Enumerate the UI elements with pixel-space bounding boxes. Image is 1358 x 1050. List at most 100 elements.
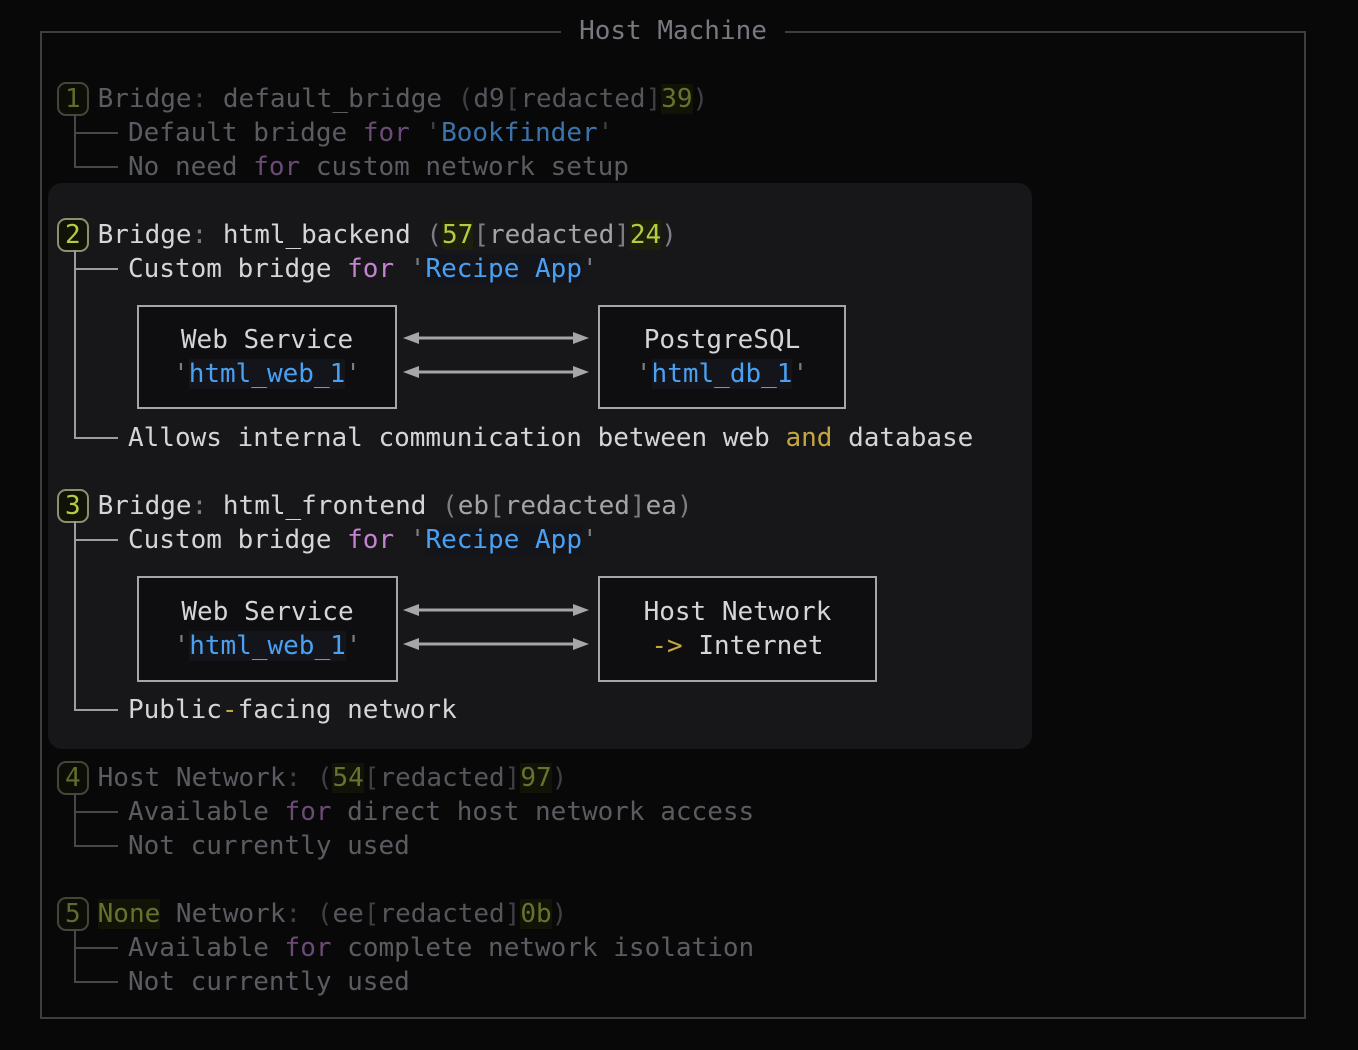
- bracket-close: ]: [505, 899, 521, 929]
- frame-title: Host Machine: [561, 14, 785, 48]
- keyword-for: for: [285, 933, 332, 963]
- container-name-html-web-1: html_web_1: [189, 631, 346, 661]
- bracket-open: [: [505, 84, 521, 114]
- network-2-kind: Bridge: [98, 220, 192, 250]
- network-2-branch-2: Allows internal communication between we…: [128, 421, 973, 455]
- network-4-kind: Host Network: [98, 763, 286, 793]
- network-5-id-suffix: 0b: [520, 899, 551, 929]
- paren-close: ): [677, 491, 693, 521]
- tree-vertical-line: [74, 521, 76, 711]
- quote: ': [346, 631, 362, 661]
- colon: :: [192, 491, 223, 521]
- tree-branch-line: [74, 845, 118, 847]
- network-1-id-prefix: d9: [473, 84, 504, 114]
- redacted-text: redacted: [520, 84, 645, 114]
- network-5-branch-1: Available for complete network isolation: [128, 931, 754, 965]
- paren-close: ): [552, 899, 568, 929]
- internet-label: Internet: [683, 631, 824, 661]
- postgresql-node: PostgreSQL 'html_db_1': [598, 305, 846, 409]
- branch-text: Not currently used: [128, 967, 410, 997]
- network-5-kind: Network: [160, 899, 285, 929]
- branch-text: Custom bridge: [128, 525, 347, 555]
- keyword-for: for: [347, 254, 394, 284]
- network-4-title-line: 4Host Network: (54[redacted]97): [57, 761, 567, 795]
- colon: :: [286, 763, 317, 793]
- tree-branch-line: [74, 437, 118, 439]
- network-3-id-prefix: eb: [458, 491, 489, 521]
- bracket-close: ]: [630, 491, 646, 521]
- network-5-branch-2: Not currently used: [128, 965, 410, 999]
- branch-text: Available: [128, 797, 285, 827]
- network-5-id-prefix: ee: [332, 899, 363, 929]
- paren-close: ): [552, 763, 568, 793]
- branch-text: Not currently used: [128, 831, 410, 861]
- dash-glyph: -: [222, 695, 238, 725]
- network-4-number-badge: 4: [57, 761, 89, 795]
- network-1-branch-2: No need for custom network setup: [128, 150, 629, 184]
- container-name-html-web-1: html_web_1: [189, 359, 346, 389]
- network-3-title-line: 3Bridge: html_frontend (eb[redacted]ea): [57, 489, 693, 523]
- network-3-branch-1: Custom bridge for 'Recipe App': [128, 523, 598, 557]
- node-title: Host Network: [644, 595, 832, 629]
- tree-vertical-line: [74, 114, 76, 168]
- network-2-number-badge: 2: [57, 218, 89, 252]
- network-3-kind: Bridge: [98, 491, 192, 521]
- network-4-branch-1: Available for direct host network access: [128, 795, 754, 829]
- bracket-close: ]: [614, 220, 630, 250]
- node-container-name: 'html_web_1': [173, 357, 361, 391]
- tree-vertical-line: [74, 793, 76, 847]
- network-4-id-prefix: 54: [332, 763, 363, 793]
- none-label: None: [98, 899, 161, 929]
- tree-branch-line: [74, 981, 118, 983]
- keyword-for: for: [285, 797, 332, 827]
- network-3-number-badge: 3: [57, 489, 89, 523]
- paren-open: (: [426, 220, 442, 250]
- branch-text: database: [832, 423, 973, 453]
- quote: ': [582, 525, 598, 555]
- network-1-name: default_bridge: [223, 84, 458, 114]
- tree-branch-line: [74, 811, 118, 813]
- node-title: Web Service: [181, 595, 353, 629]
- node-internet-row: -> Internet: [651, 629, 823, 663]
- quote: ': [394, 525, 425, 555]
- branch-text: Allows internal communication between we…: [128, 423, 785, 453]
- app-name-recipe-app: Recipe App: [425, 525, 582, 555]
- network-1-title-line: 1Bridge: default_bridge (d9[redacted]39): [57, 82, 708, 116]
- node-container-name: 'html_web_1': [174, 629, 362, 663]
- node-title: Web Service: [181, 323, 353, 357]
- network-1-kind: Bridge: [98, 84, 192, 114]
- app-name-recipe-app: Recipe App: [425, 254, 582, 284]
- network-5-title-line: 5None Network: (ee[redacted]0b): [57, 897, 567, 931]
- redacted-text: redacted: [505, 491, 630, 521]
- quote: ': [410, 118, 441, 148]
- host-network-node: Host Network -> Internet: [598, 576, 877, 682]
- network-3-id-suffix: ea: [646, 491, 677, 521]
- redacted-text: redacted: [379, 899, 504, 929]
- quote: ': [345, 359, 361, 389]
- branch-text: complete network isolation: [332, 933, 755, 963]
- network-1-id-suffix: 39: [661, 84, 692, 114]
- network-2-id-suffix: 24: [630, 220, 661, 250]
- tree-vertical-line: [74, 929, 76, 983]
- quote: ': [174, 631, 190, 661]
- keyword-for: for: [253, 152, 300, 182]
- arrow-glyph: ->: [651, 631, 682, 661]
- network-2-name: html_backend: [223, 220, 427, 250]
- branch-text: facing network: [238, 695, 457, 725]
- colon: :: [192, 84, 223, 114]
- bracket-open: [: [489, 491, 505, 521]
- network-1-number-badge: 1: [57, 82, 89, 116]
- bidirectional-arrow: [401, 330, 591, 346]
- redacted-text: redacted: [489, 220, 614, 250]
- keyword-and: and: [785, 423, 832, 453]
- tree-branch-line: [74, 166, 118, 168]
- app-name-bookfinder: Bookfinder: [441, 118, 598, 148]
- quote: ': [173, 359, 189, 389]
- branch-text: Public: [128, 695, 222, 725]
- node-container-name: 'html_db_1': [636, 357, 808, 391]
- web-service-node-frontend: Web Service 'html_web_1': [137, 576, 398, 682]
- tree-branch-line: [74, 268, 118, 270]
- redacted-text: redacted: [379, 763, 504, 793]
- quote: ': [792, 359, 808, 389]
